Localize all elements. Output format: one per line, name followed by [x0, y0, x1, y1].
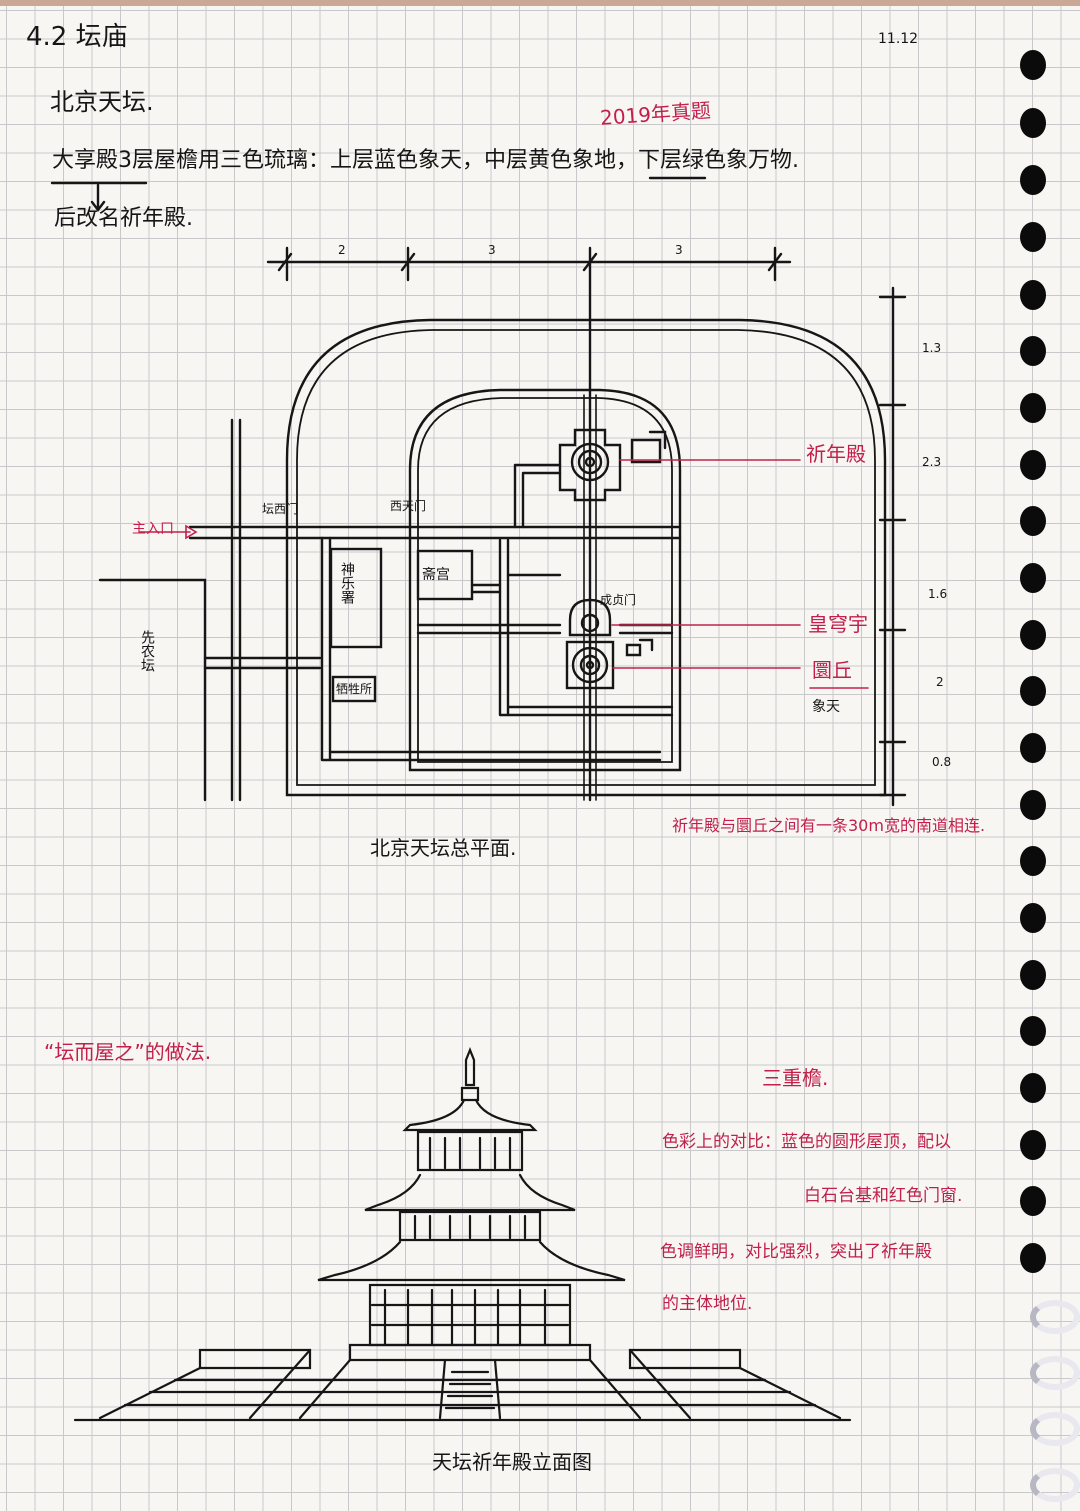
yuanqiu-plan	[565, 638, 654, 690]
eaves-note: 三重檐.	[762, 1066, 829, 1090]
outer-wall	[285, 318, 887, 797]
elevation-note-1: 色彩上的对比：蓝色的圆形屋顶，配以	[662, 1132, 951, 1152]
dim-right-2: 2.3	[922, 455, 942, 469]
label-west-heaven-gate: 西天门	[390, 499, 427, 513]
label-huangqiong: 皇穹宇	[808, 612, 868, 636]
note-line: 大享殿3层屋檐用三色琉璃：上层蓝色象天，中层黄色象地，下层绿色象万物.	[52, 148, 799, 173]
label-qinian: 祈年殿	[806, 442, 866, 466]
label-xiannong: 先农坛	[139, 630, 155, 672]
plan-caption: 北京天坛总平面.	[370, 836, 517, 860]
label-west-gate: 坛西门	[262, 502, 299, 516]
dim-top-3: 3	[675, 243, 683, 257]
dim-right-3: 1.6	[928, 587, 948, 601]
dimension-top	[266, 246, 792, 802]
renamed-note: 后改名祈年殿.	[54, 206, 193, 231]
dim-top-1: 2	[338, 243, 346, 257]
section-title: 4.2 坛庙	[26, 22, 128, 52]
dimension-right	[878, 286, 907, 807]
qinian-hall-plan	[558, 428, 667, 502]
inner-wall	[408, 388, 682, 772]
plan-note: 祈年殿与圜丘之间有一条30m宽的南道相连.	[672, 816, 986, 835]
shenyue-box	[329, 547, 383, 649]
dim-right-5: 0.8	[932, 755, 952, 769]
elevation-note-3: 色调鲜明，对比强烈，突出了祈年殿	[660, 1242, 932, 1262]
underline-arrow	[50, 181, 148, 212]
huangqiong-plan	[568, 598, 612, 637]
date: 11.12	[878, 31, 919, 47]
temple-elevation	[73, 1047, 852, 1422]
label-shenyue: 神乐署	[339, 562, 355, 604]
elevation-heading: “坛而屋之”的做法.	[44, 1040, 212, 1064]
dim-right-1: 1.3	[922, 341, 942, 355]
topic-title: 北京天坛.	[50, 88, 154, 116]
label-main-entrance: 主入口	[132, 521, 174, 537]
label-yuanqiu: 圜丘	[812, 658, 852, 682]
xiannong-outline	[98, 578, 207, 802]
page-edge	[0, 0, 1080, 6]
label-xisheng: 牺牲所	[336, 682, 373, 696]
zhaigong-box	[416, 549, 474, 601]
entrance-arrow	[139, 524, 198, 540]
label-chengzhen: 成贞门	[600, 593, 637, 607]
elevation-caption: 天坛祈年殿立面图	[432, 1450, 592, 1474]
elevation-note-4: 的主体地位.	[662, 1294, 753, 1314]
label-zhaigong: 斋宫	[422, 567, 450, 583]
label-xiangtian: 象天	[812, 699, 840, 715]
dim-top-2: 3	[488, 243, 496, 257]
xisheng-box	[331, 675, 377, 703]
dim-right-4: 2	[936, 675, 944, 689]
main-road	[188, 525, 682, 540]
elevation-note-2: 白石台基和红色门窗.	[804, 1186, 963, 1206]
